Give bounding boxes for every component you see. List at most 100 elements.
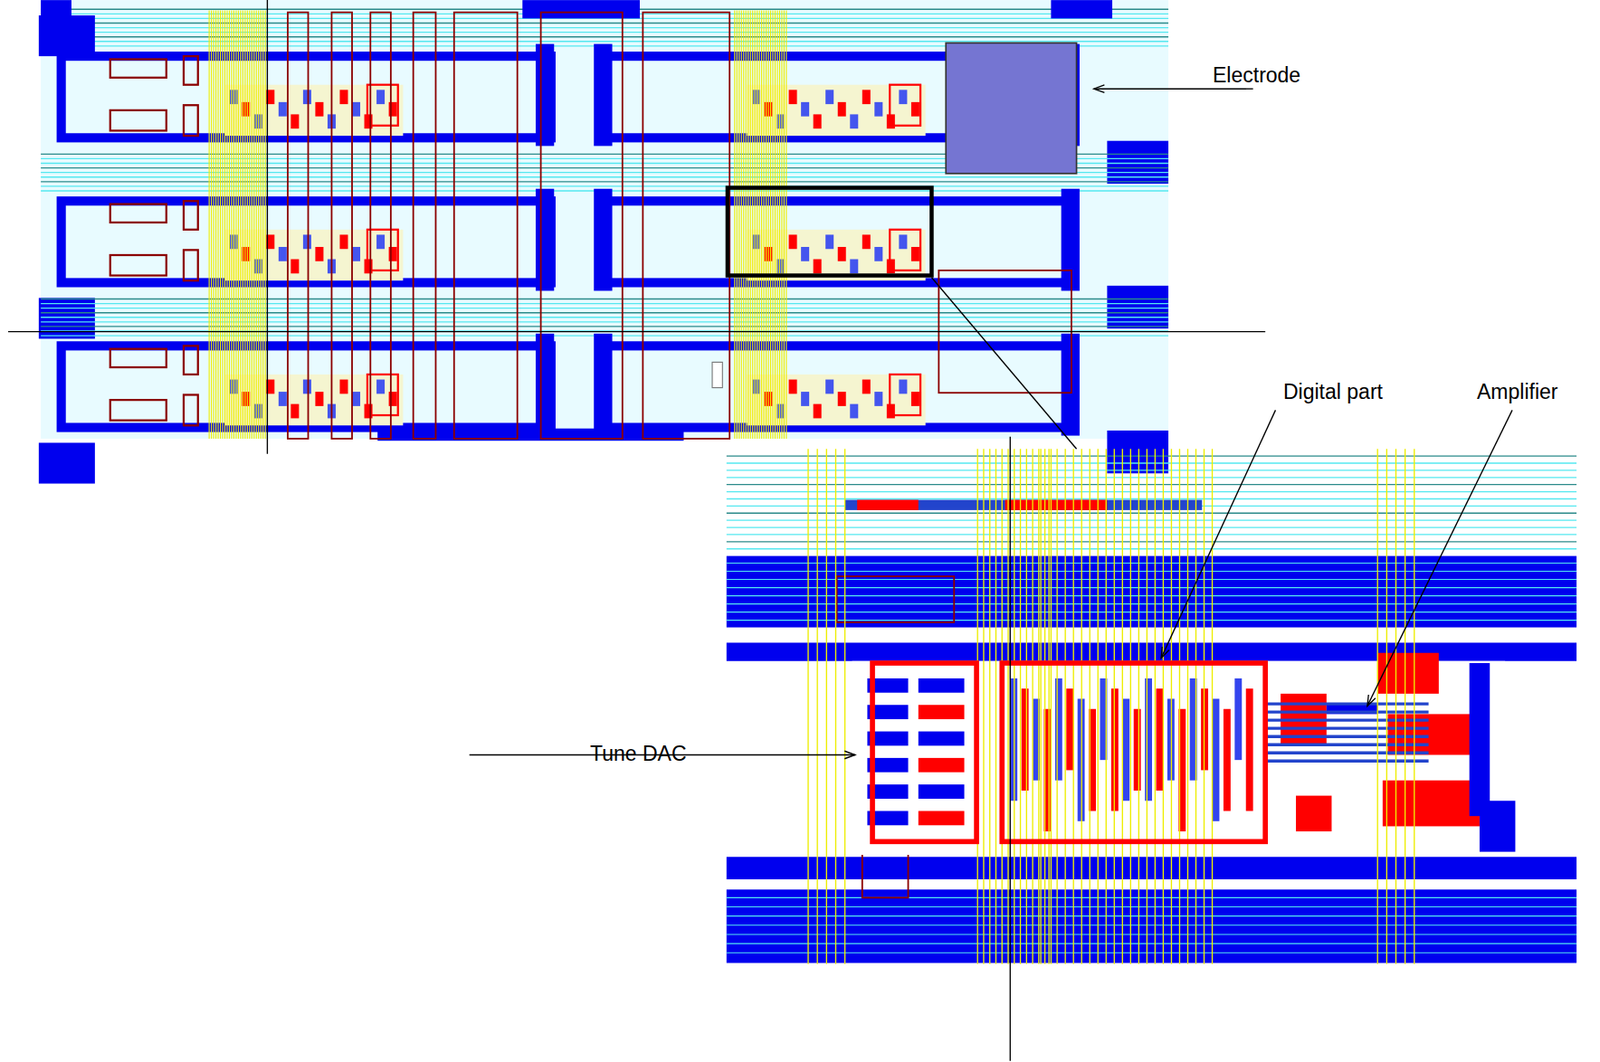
layout-shape xyxy=(918,784,965,800)
layout-shape xyxy=(1122,698,1130,801)
layout-shape xyxy=(314,102,324,117)
layout-shape xyxy=(221,9,223,439)
layout-shape xyxy=(849,259,858,275)
layout-shape xyxy=(40,307,1169,309)
layout-shape xyxy=(339,234,348,249)
layout-shape xyxy=(889,374,921,416)
layout-shape xyxy=(1073,448,1075,964)
layout-shape xyxy=(1479,800,1515,852)
layout-shape xyxy=(367,374,399,416)
layout-shape xyxy=(1265,710,1429,714)
layout-shape xyxy=(593,44,612,147)
layout-shape xyxy=(110,204,167,223)
leader-lines xyxy=(8,0,1513,1062)
zoomed-pixel xyxy=(726,448,1577,964)
layout-shape xyxy=(726,642,1577,661)
layout-shape xyxy=(1009,437,1011,1062)
callout-label: Digital part xyxy=(1283,380,1383,404)
layout-shape xyxy=(726,924,1577,926)
layout-shape xyxy=(110,349,167,368)
layout-shape xyxy=(765,9,767,439)
layout-shape xyxy=(813,114,822,129)
layout-shape xyxy=(535,333,554,437)
layout-shape xyxy=(712,361,723,388)
layout-shape xyxy=(40,185,1169,187)
callout-label: Electrode xyxy=(1212,64,1301,87)
layout-shape xyxy=(1187,448,1189,964)
layout-shape xyxy=(726,906,1577,908)
layout-shape xyxy=(898,380,907,395)
layout-shape xyxy=(862,89,871,105)
layout-shape xyxy=(215,9,217,439)
layout-shape xyxy=(535,189,554,292)
layout-shape xyxy=(1038,448,1039,964)
layout-shape xyxy=(835,448,837,964)
layout-shape xyxy=(738,9,740,439)
layout-shape xyxy=(813,259,822,275)
layout-shape xyxy=(763,9,765,439)
layout-shape xyxy=(1094,88,1248,90)
layout-shape xyxy=(726,611,1577,613)
layout-shape xyxy=(872,663,977,842)
layout-shape xyxy=(1013,448,1015,964)
layout-shape xyxy=(1007,448,1009,964)
layout-shape xyxy=(995,448,997,964)
layout-shape xyxy=(746,374,925,426)
layout-shape xyxy=(40,31,1169,33)
layout-shape xyxy=(370,12,391,439)
layout-shape xyxy=(1265,718,1429,722)
layout-shape xyxy=(210,9,212,439)
layout-shape xyxy=(8,331,1266,333)
layout-shape xyxy=(110,255,167,277)
layout-shape xyxy=(40,303,1169,305)
layout-shape xyxy=(1395,448,1397,964)
layout-shape xyxy=(226,9,228,439)
layout-shape xyxy=(1061,333,1080,437)
layout-shape xyxy=(1247,88,1254,90)
layout-shape xyxy=(726,889,1577,963)
layout-shape xyxy=(837,576,955,623)
layout-shape xyxy=(1089,448,1091,964)
layout-shape xyxy=(251,9,253,439)
layout-shape xyxy=(726,562,1577,564)
layout-shape xyxy=(726,548,1577,550)
layout-shape xyxy=(40,36,1169,38)
layout-shape xyxy=(789,234,798,249)
layout-shape xyxy=(1056,448,1058,964)
layout-shape xyxy=(911,391,920,407)
layout-shape xyxy=(1469,663,1491,817)
layout-shape xyxy=(253,9,255,439)
layout-shape xyxy=(726,526,1577,528)
layout-shape xyxy=(918,704,965,720)
layout-shape xyxy=(376,89,385,105)
layout-shape xyxy=(800,391,810,407)
layout-shape xyxy=(771,9,773,439)
layout-shape xyxy=(224,85,403,136)
layout-shape xyxy=(770,9,772,439)
layout-shape xyxy=(1105,448,1107,964)
layout-shape xyxy=(1386,448,1388,964)
layout-shape xyxy=(376,380,385,395)
layout-shape xyxy=(807,448,809,964)
layout-shape xyxy=(257,9,259,439)
layout-shape xyxy=(726,556,1577,629)
layout-shape xyxy=(303,234,312,249)
layout-shape xyxy=(726,897,1577,899)
layout-shape xyxy=(1211,448,1213,964)
layout-shape xyxy=(742,9,744,439)
layout-shape xyxy=(1413,448,1415,964)
zoom-frame xyxy=(727,188,933,277)
layout-shape xyxy=(224,9,226,439)
layout-shape xyxy=(209,9,210,439)
layout-shape xyxy=(825,234,834,249)
layout-shape xyxy=(40,176,1169,178)
layout-shape xyxy=(736,9,738,439)
layout-shape xyxy=(1081,448,1083,964)
layout-shape xyxy=(367,229,399,271)
layout-shape xyxy=(726,533,1577,535)
electrode-pad xyxy=(945,42,1077,173)
layout-shape xyxy=(239,9,241,439)
layout-shape xyxy=(454,12,518,439)
